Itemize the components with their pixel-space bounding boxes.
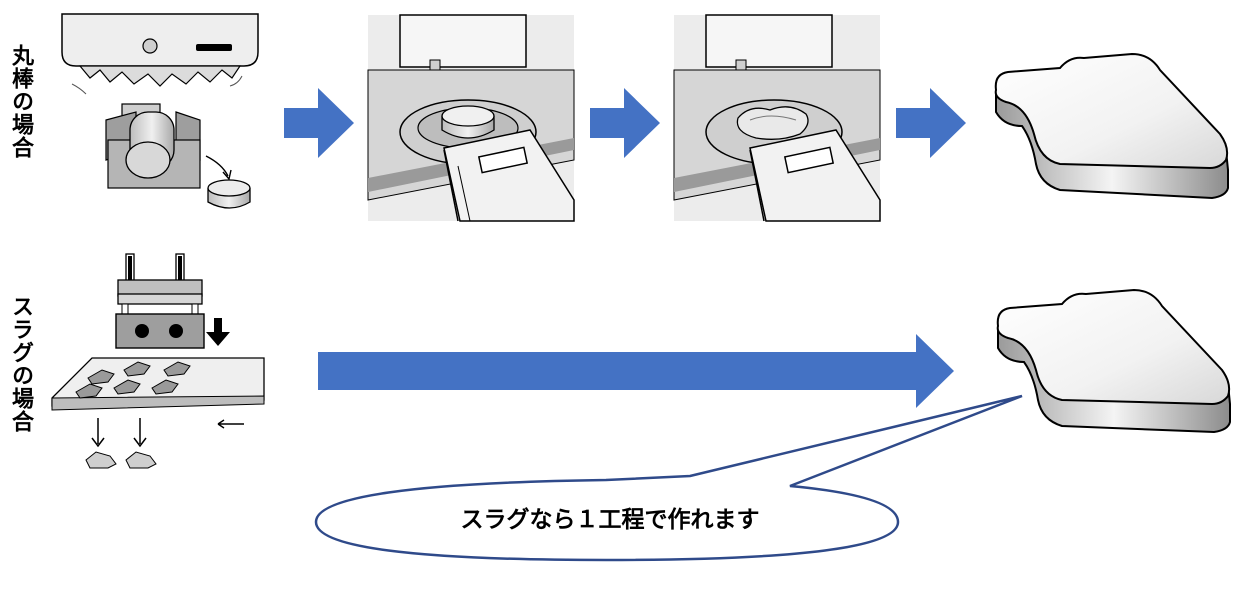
forging-die-photo — [367, 14, 575, 222]
finished-part-icon — [996, 288, 1231, 434]
process-arrow-2 — [590, 88, 660, 158]
long-process-arrow — [318, 334, 954, 408]
forged-part-photo — [673, 14, 881, 222]
process-arrow-1 — [284, 88, 354, 158]
saw-cutting-illustration — [61, 13, 259, 209]
finished-part-icon — [994, 52, 1229, 200]
slug-case-label: スラグの場合 — [8, 295, 33, 433]
callout-bubble — [314, 394, 1023, 562]
slug-punching-illustration — [51, 253, 265, 469]
callout-text: スラグなら１工程で作れます — [460, 507, 760, 533]
rod-case-label: 丸棒の場合 — [8, 44, 33, 159]
process-arrow-3 — [896, 88, 966, 158]
